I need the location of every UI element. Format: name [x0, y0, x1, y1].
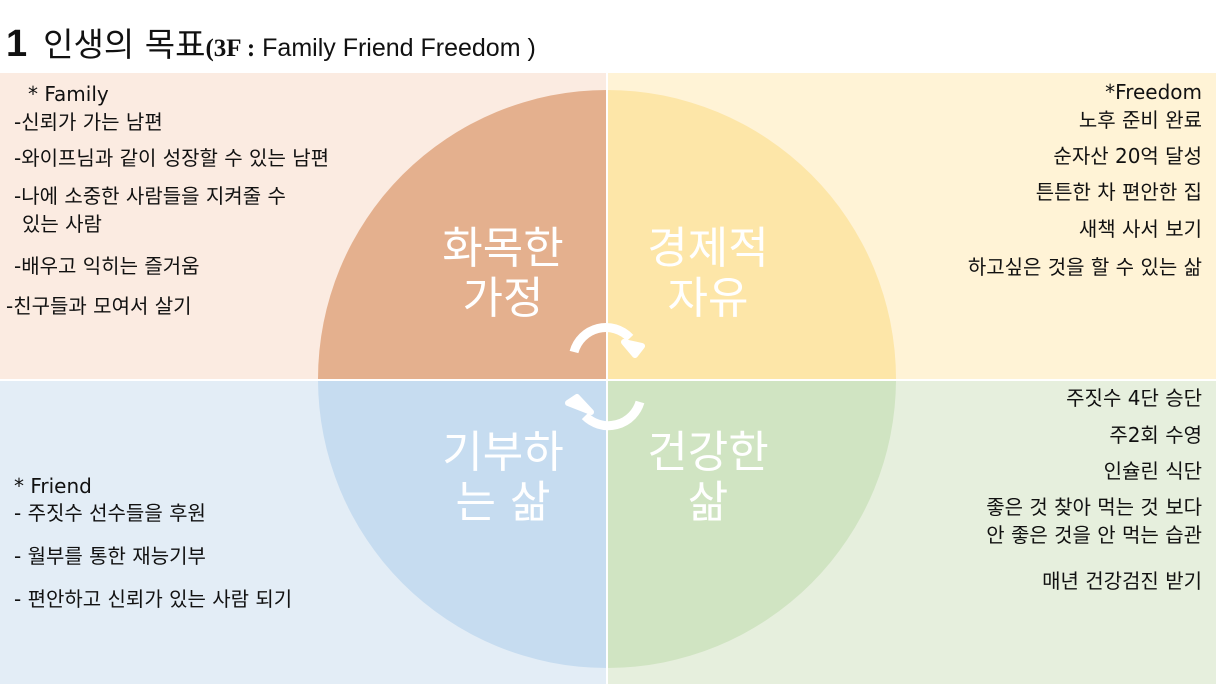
- freedom-item: 하고싶은 것을 할 수 있는 삶: [967, 255, 1202, 279]
- health-item: 안 좋은 것을 안 먹는 습관: [986, 523, 1202, 547]
- family-sector: [318, 90, 607, 379]
- title-paren: (3F :: [205, 35, 256, 62]
- friend-item: - 편안하고 신뢰가 있는 사람 되기: [14, 587, 293, 611]
- family-item: 있는 사람: [22, 212, 102, 236]
- family-item: -와이프님과 같이 성장할 수 있는 남편: [14, 146, 330, 170]
- freedom-item: 순자산 20억 달성: [1053, 144, 1202, 168]
- family-item: -친구들과 모여서 살기: [6, 294, 192, 318]
- title-main: 인생의 목표: [43, 25, 206, 64]
- health-item: 좋은 것 찾아 먹는 것 보다: [986, 495, 1202, 519]
- friend-item: - 주짓수 선수들을 후원: [14, 501, 206, 525]
- health-sector: [607, 379, 896, 668]
- title-english: Family Friend Freedom ): [262, 34, 536, 62]
- health-item: 매년 건강검진 받기: [1042, 569, 1202, 593]
- freedom-item: 노후 준비 완료: [1078, 108, 1202, 132]
- family-item: -나에 소중한 사람들을 지켜줄 수: [14, 184, 286, 208]
- page-title: 1 인생의 목표(3F : Family Friend Freedom ): [6, 18, 536, 66]
- cycle-arrows-icon: [569, 323, 645, 431]
- title-number: 1: [6, 23, 28, 65]
- health-item: 주짓수 4단 승단: [1066, 386, 1202, 410]
- family-item: -배우고 익히는 즐거움: [14, 254, 200, 278]
- friend-heading: * Friend: [14, 474, 92, 498]
- freedom-sector: [607, 90, 896, 379]
- friend-sector: [318, 379, 607, 668]
- family-heading: * Family: [28, 82, 109, 106]
- friend-item: - 월부를 통한 재능기부: [14, 544, 206, 568]
- health-item: 주2회 수영: [1109, 423, 1202, 447]
- freedom-item: 튼튼한 차 편안한 집: [1035, 180, 1202, 204]
- health-item: 인슐린 식단: [1103, 459, 1202, 483]
- freedom-item: 새책 사서 보기: [1078, 217, 1202, 241]
- freedom-heading: *Freedom: [1105, 80, 1202, 104]
- family-item: -신뢰가 가는 남편: [14, 110, 163, 134]
